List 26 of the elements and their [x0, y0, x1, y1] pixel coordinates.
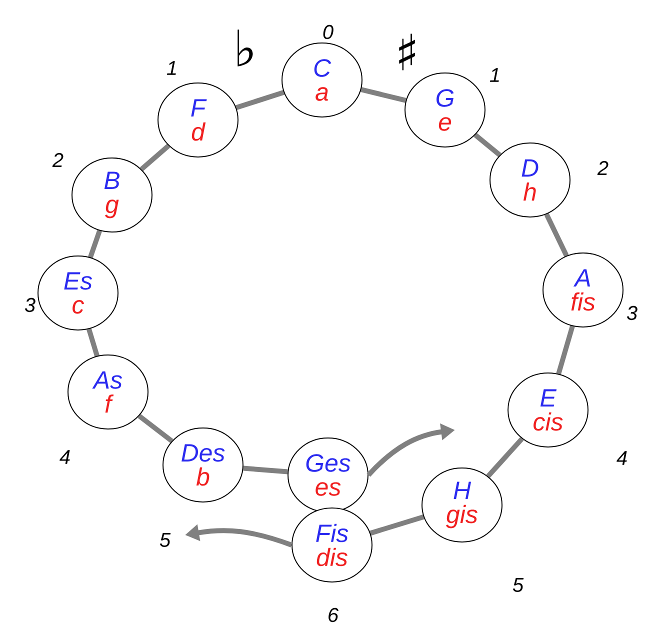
- connector-line: [140, 144, 170, 172]
- connector-line: [88, 230, 102, 258]
- connector-line: [86, 328, 100, 357]
- fifths-count: 3: [24, 298, 36, 312]
- connector-line: [544, 213, 569, 257]
- connector-line: [474, 132, 502, 158]
- fifths-count: 1: [490, 68, 499, 82]
- fifths-count: 5: [512, 578, 524, 592]
- connector-line: [138, 414, 174, 444]
- connector-line: [243, 466, 288, 474]
- fifths-count: 6: [328, 608, 339, 622]
- connector-line: [235, 90, 285, 110]
- connector-line: [556, 326, 575, 374]
- fifths-count: 1: [166, 61, 176, 75]
- connector-line: [360, 87, 406, 103]
- fifths-count: 4: [60, 450, 70, 464]
- accidental-sign: ♯: [399, 34, 415, 70]
- fifths-count: 5: [160, 533, 171, 547]
- fifths-count: 4: [616, 451, 627, 465]
- fifths-count: 3: [626, 306, 638, 320]
- connector-line: [370, 514, 424, 536]
- fifths-count: 2: [52, 153, 64, 167]
- fifths-count: 0: [323, 24, 334, 40]
- accidental-sign: ♭: [238, 30, 253, 66]
- connector-line: [486, 437, 524, 478]
- fifths-count: 2: [597, 161, 608, 175]
